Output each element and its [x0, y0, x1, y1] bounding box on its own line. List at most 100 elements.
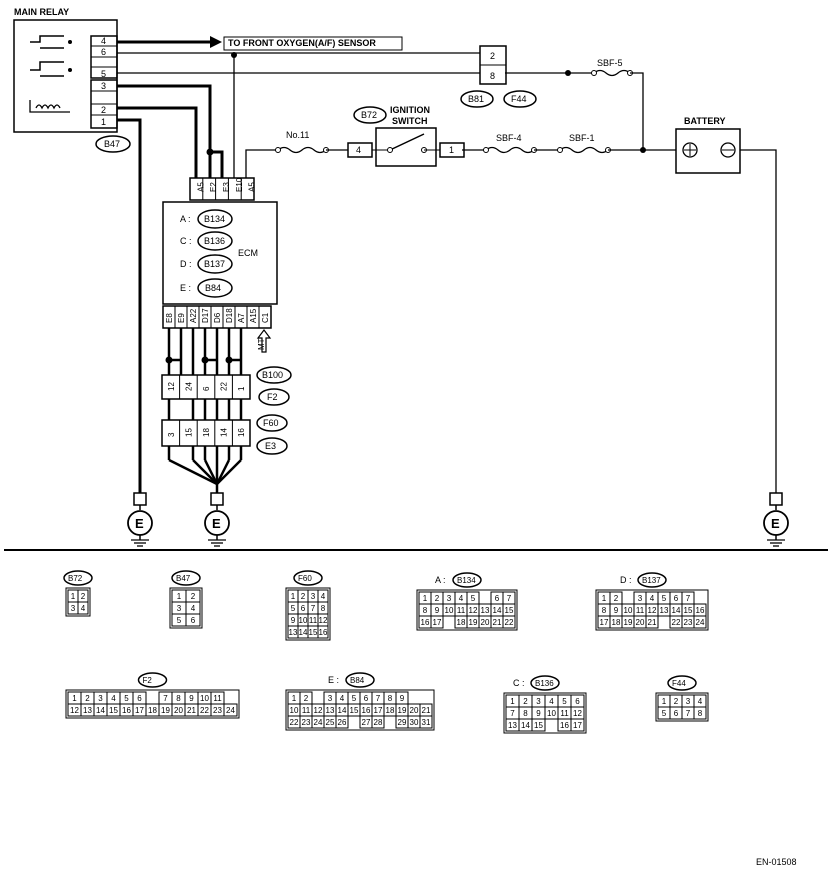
svg-text:A :: A :	[435, 575, 446, 585]
connector-pin: 15	[184, 428, 193, 437]
svg-text:6: 6	[301, 604, 306, 613]
svg-text:12: 12	[648, 606, 657, 615]
svg-text:22: 22	[200, 706, 209, 715]
svg-text:14: 14	[338, 706, 347, 715]
ecm-bottom-pin: D18	[225, 308, 234, 323]
svg-text:13: 13	[326, 706, 335, 715]
svg-text:3: 3	[98, 694, 103, 703]
ecm-prefix-e: E :	[180, 283, 191, 293]
svg-text:21: 21	[648, 618, 657, 627]
svg-text:10: 10	[299, 616, 308, 625]
svg-text:10: 10	[445, 606, 454, 615]
svg-text:B134: B134	[457, 576, 476, 585]
connector-pin: 22	[220, 382, 229, 391]
wires	[117, 36, 777, 493]
relay-pin-3: 3	[101, 81, 106, 91]
svg-text:6: 6	[137, 694, 142, 703]
svg-text:8: 8	[602, 606, 607, 615]
ign-pin-4: 4	[356, 145, 361, 155]
svg-text:8: 8	[388, 694, 393, 703]
svg-text:4: 4	[191, 604, 196, 613]
svg-text:1: 1	[602, 594, 607, 603]
svg-text:11: 11	[213, 694, 222, 703]
svg-text:2: 2	[523, 697, 528, 706]
e3-badge: E3	[265, 441, 276, 451]
svg-text:12: 12	[469, 606, 478, 615]
b47-badge-shape	[95, 135, 131, 153]
ecm-prefix-d: D :	[180, 259, 192, 269]
svg-text:16: 16	[560, 721, 569, 730]
svg-text:16: 16	[122, 706, 131, 715]
svg-text:D :: D :	[620, 575, 632, 585]
svg-text:13: 13	[508, 721, 517, 730]
svg-text:8: 8	[176, 694, 181, 703]
battery: BATTERY	[675, 116, 741, 174]
svg-text:1: 1	[71, 592, 76, 601]
svg-text:17: 17	[374, 706, 383, 715]
to-oxygen-label: TO FRONT OXYGEN(A/F) SENSOR	[228, 38, 376, 48]
mt-marker: MT	[256, 329, 272, 353]
b134-badge: B134	[204, 214, 225, 224]
svg-text:3: 3	[638, 594, 643, 603]
ecm-bottom-pin: D17	[201, 308, 210, 323]
connector-pin: 12	[167, 382, 176, 391]
svg-text:5: 5	[124, 694, 129, 703]
svg-text:23: 23	[684, 618, 693, 627]
svg-text:25: 25	[326, 718, 335, 727]
ground-label: E	[135, 516, 144, 531]
b84-badge: B84	[205, 283, 221, 293]
svg-text:20: 20	[174, 706, 183, 715]
b81-pin-8: 8	[490, 71, 495, 81]
svg-text:8: 8	[423, 606, 428, 615]
relay-pin-2: 2	[101, 105, 106, 115]
svg-text:10: 10	[290, 706, 299, 715]
svg-text:12: 12	[70, 706, 79, 715]
ecm-top-pin: A5	[196, 182, 205, 192]
svg-text:27: 27	[362, 718, 371, 727]
svg-text:5: 5	[291, 604, 296, 613]
svg-text:4: 4	[111, 694, 116, 703]
svg-text:12: 12	[319, 616, 328, 625]
svg-text:4: 4	[459, 594, 464, 603]
svg-text:19: 19	[624, 618, 633, 627]
svg-text:4: 4	[698, 697, 703, 706]
svg-text:7: 7	[510, 709, 515, 718]
svg-text:6: 6	[191, 616, 196, 625]
svg-text:2: 2	[674, 697, 679, 706]
b136-badge: B136	[204, 236, 225, 246]
connector-pin: 16	[237, 428, 246, 437]
svg-text:16: 16	[696, 606, 705, 615]
svg-text:4: 4	[81, 604, 86, 613]
ecm-bottom-pin: E8	[165, 313, 174, 323]
sbf5-label: SBF-5	[597, 58, 623, 68]
svg-text:22: 22	[290, 718, 299, 727]
ecm-bottom-pin: C1	[261, 312, 270, 323]
svg-text:7: 7	[376, 694, 381, 703]
svg-text:17: 17	[433, 618, 442, 627]
relay-pin-1: 1	[101, 117, 106, 127]
svg-text:20: 20	[410, 706, 419, 715]
svg-text:F44: F44	[672, 679, 686, 688]
svg-text:11: 11	[302, 706, 311, 715]
svg-text:29: 29	[398, 718, 407, 727]
svg-text:10: 10	[200, 694, 209, 703]
connector-pin: 18	[202, 428, 211, 437]
svg-text:6: 6	[674, 709, 679, 718]
svg-text:5: 5	[352, 694, 357, 703]
svg-text:7: 7	[163, 694, 168, 703]
svg-text:13: 13	[83, 706, 92, 715]
svg-text:4: 4	[321, 592, 326, 601]
ecm-bottom-pin: D6	[213, 312, 222, 323]
relay-pin-6: 6	[101, 47, 106, 57]
ecm-top-pin: A5	[248, 182, 257, 192]
sbf4-label: SBF-4	[496, 133, 522, 143]
svg-text:3: 3	[447, 594, 452, 603]
svg-text:7: 7	[686, 709, 691, 718]
svg-text:19: 19	[398, 706, 407, 715]
